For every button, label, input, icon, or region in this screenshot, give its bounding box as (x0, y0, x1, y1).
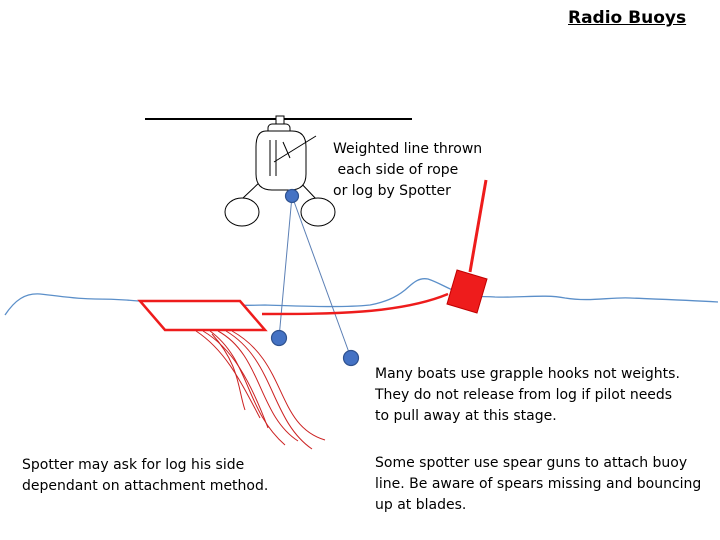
weight-right (342, 349, 360, 367)
note-grapple-hooks: Many boats use grapple hooks not weights… (375, 366, 680, 424)
note-spotter-side: Spotter may ask for log his side dependa… (22, 457, 269, 494)
trailing-line (209, 330, 286, 446)
buoy-line (261, 292, 449, 316)
trailing-lines (195, 330, 326, 450)
weighted-line-left (278, 195, 293, 339)
tail-fin (282, 141, 291, 159)
water-surface (4, 278, 719, 316)
radio-buoy (446, 269, 488, 314)
float-right (300, 197, 336, 227)
log-outline (137, 299, 268, 332)
weight-left (270, 329, 288, 347)
note-weighted-line: Weighted line thrown each side of rope o… (333, 141, 483, 199)
weighted-line-right (291, 195, 352, 359)
trailing-line (217, 330, 299, 442)
trailing-line (211, 333, 246, 411)
buoy-antenna (468, 179, 488, 273)
page-title: Radio Buoys (568, 8, 687, 28)
trailing-line (195, 330, 261, 419)
helicopter-body (255, 130, 307, 191)
trailing-line (231, 330, 326, 441)
trailing-line (225, 330, 313, 450)
helicopter (145, 115, 412, 227)
tail-boom (273, 135, 317, 163)
note-spear-guns: Some spotter use spear guns to attach bu… (375, 455, 702, 513)
weight-helicopter (284, 188, 300, 204)
trailing-line (202, 330, 269, 429)
float-left (224, 197, 260, 227)
